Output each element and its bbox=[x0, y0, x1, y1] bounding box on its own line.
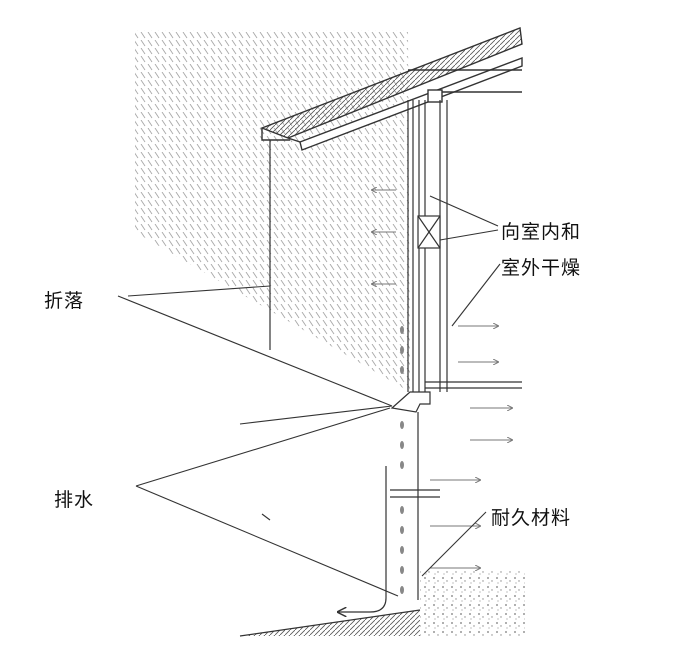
label-drying-line2: 室外干燥 bbox=[501, 257, 582, 279]
foundation bbox=[239, 412, 525, 637]
water-droplets bbox=[400, 326, 404, 594]
label-drainage: 排水 bbox=[54, 489, 95, 511]
label-drying-line1: 向室内和 bbox=[501, 221, 582, 243]
label-durable-material: 耐久材料 bbox=[491, 507, 572, 529]
leader-lines bbox=[117, 195, 501, 597]
roof-eave bbox=[260, 27, 523, 151]
label-deflection: 折落 bbox=[44, 290, 85, 312]
wall-assembly bbox=[390, 100, 522, 413]
rain-field bbox=[135, 30, 410, 392]
drainage-path bbox=[338, 466, 387, 612]
